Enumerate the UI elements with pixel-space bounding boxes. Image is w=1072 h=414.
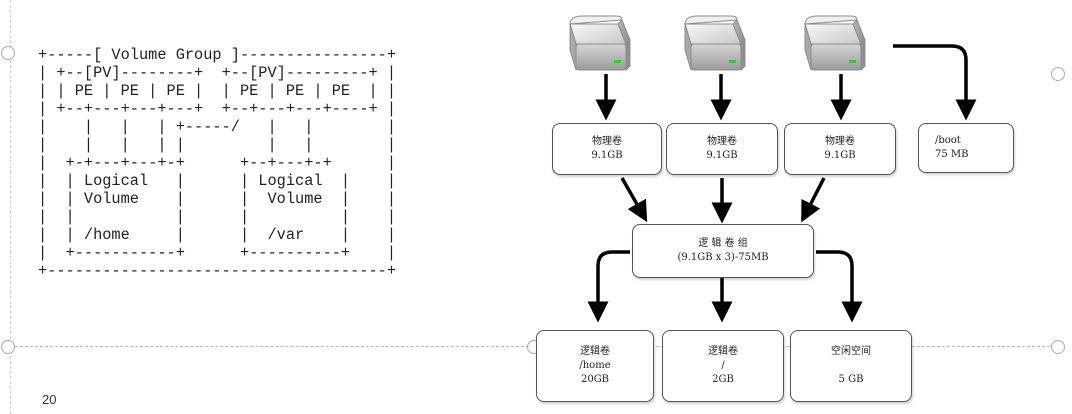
resize-handle-right-middle[interactable] <box>1051 67 1065 81</box>
physical-volume-label: 物理卷 <box>707 136 737 147</box>
ascii-line: | | Logical | | Logical | | <box>38 172 397 190</box>
ascii-line: | +-+---+---+-+ +--+---+-+ | <box>38 154 397 172</box>
physical-volume-label: 物理卷 <box>592 136 622 147</box>
ascii-line: +-----[ Volume Group ]----------------+ <box>38 46 397 64</box>
ascii-line: | +-----------+ +----------+ | <box>38 244 397 262</box>
arrow-elbow-icon <box>893 44 977 121</box>
hard-disk-icon <box>569 15 631 72</box>
slide-left-guide <box>10 0 11 414</box>
resize-handle-bottom-left[interactable] <box>1 340 15 354</box>
physical-volume-box[interactable]: 物理卷 9.1GB <box>784 123 896 175</box>
ascii-line: | | /home | | /var | | <box>38 226 397 244</box>
physical-volume-size: 9.1GB <box>706 150 738 161</box>
hard-disk-icon <box>804 15 866 72</box>
ascii-line: | +--[PV]--------+ +--[PV]---------+ | <box>38 64 397 82</box>
boot-partition-box[interactable]: /boot 75 MB <box>918 123 1014 173</box>
physical-volume-label: 物理卷 <box>825 136 855 147</box>
boot-partition-label: /boot <box>935 135 961 146</box>
page-number: 20 <box>42 392 57 407</box>
lvm-ascii-diagram: +-----[ Volume Group ]----------------+ … <box>38 46 396 280</box>
arrow-diagonal-icon <box>801 177 826 223</box>
ascii-line: | | | | +-----/ | | | <box>38 118 397 136</box>
free-space-box[interactable]: 空闲空间 5 GB <box>790 330 912 402</box>
physical-volume-box[interactable]: 物理卷 9.1GB <box>666 123 778 175</box>
arrow-connectors <box>587 44 977 323</box>
physical-volume-size: 9.1GB <box>824 150 856 161</box>
physical-volume-box[interactable]: 物理卷 9.1GB <box>552 123 662 175</box>
ascii-line: | | | | | | | | <box>38 136 397 154</box>
ascii-line: | | | | | | <box>38 208 397 226</box>
physical-volume-size: 9.1GB <box>591 150 623 161</box>
arrow-diagonal-icon <box>620 177 648 223</box>
ascii-line: | | Volume | | Volume | | <box>38 190 397 208</box>
volume-group-label: 逻 辑 卷 组 <box>698 238 748 249</box>
free-space-mount <box>849 359 852 373</box>
ascii-line: | | PE | PE | PE | | PE | PE | PE | | <box>38 82 397 100</box>
volume-group-box[interactable]: 逻 辑 卷 组 (9.1GB x 3)-75MB <box>632 224 814 278</box>
volume-group-formula: (9.1GB x 3)-75MB <box>677 252 769 263</box>
logical-volume-box[interactable]: 逻辑卷 / 2GB <box>662 330 784 402</box>
boot-partition-size: 75 MB <box>935 149 969 160</box>
arrow-elbow-icon <box>816 250 863 323</box>
resize-handle-left-middle[interactable] <box>1 46 15 60</box>
ascii-line: | +--+---+---+---+ +--+---+---+----+ | <box>38 100 397 118</box>
ascii-line: +-------------------------------------+ <box>38 262 397 280</box>
free-space-label: 空闲空间 <box>831 346 871 357</box>
logical-volume-label: 逻辑卷 <box>708 346 738 357</box>
arrow-elbow-icon <box>587 250 630 323</box>
logical-volume-size: 20GB <box>580 374 610 385</box>
logical-volume-mount: /home <box>579 360 611 371</box>
free-space-size: 5 GB <box>838 374 864 385</box>
logical-volume-size: 2GB <box>712 374 734 385</box>
logical-volume-label: 逻辑卷 <box>580 346 610 357</box>
logical-volume-box[interactable]: 逻辑卷 /home 20GB <box>536 330 654 402</box>
logical-volume-mount: / <box>721 360 725 371</box>
hard-disk-icon <box>684 15 746 72</box>
resize-handle-bottom-right[interactable] <box>1051 340 1065 354</box>
